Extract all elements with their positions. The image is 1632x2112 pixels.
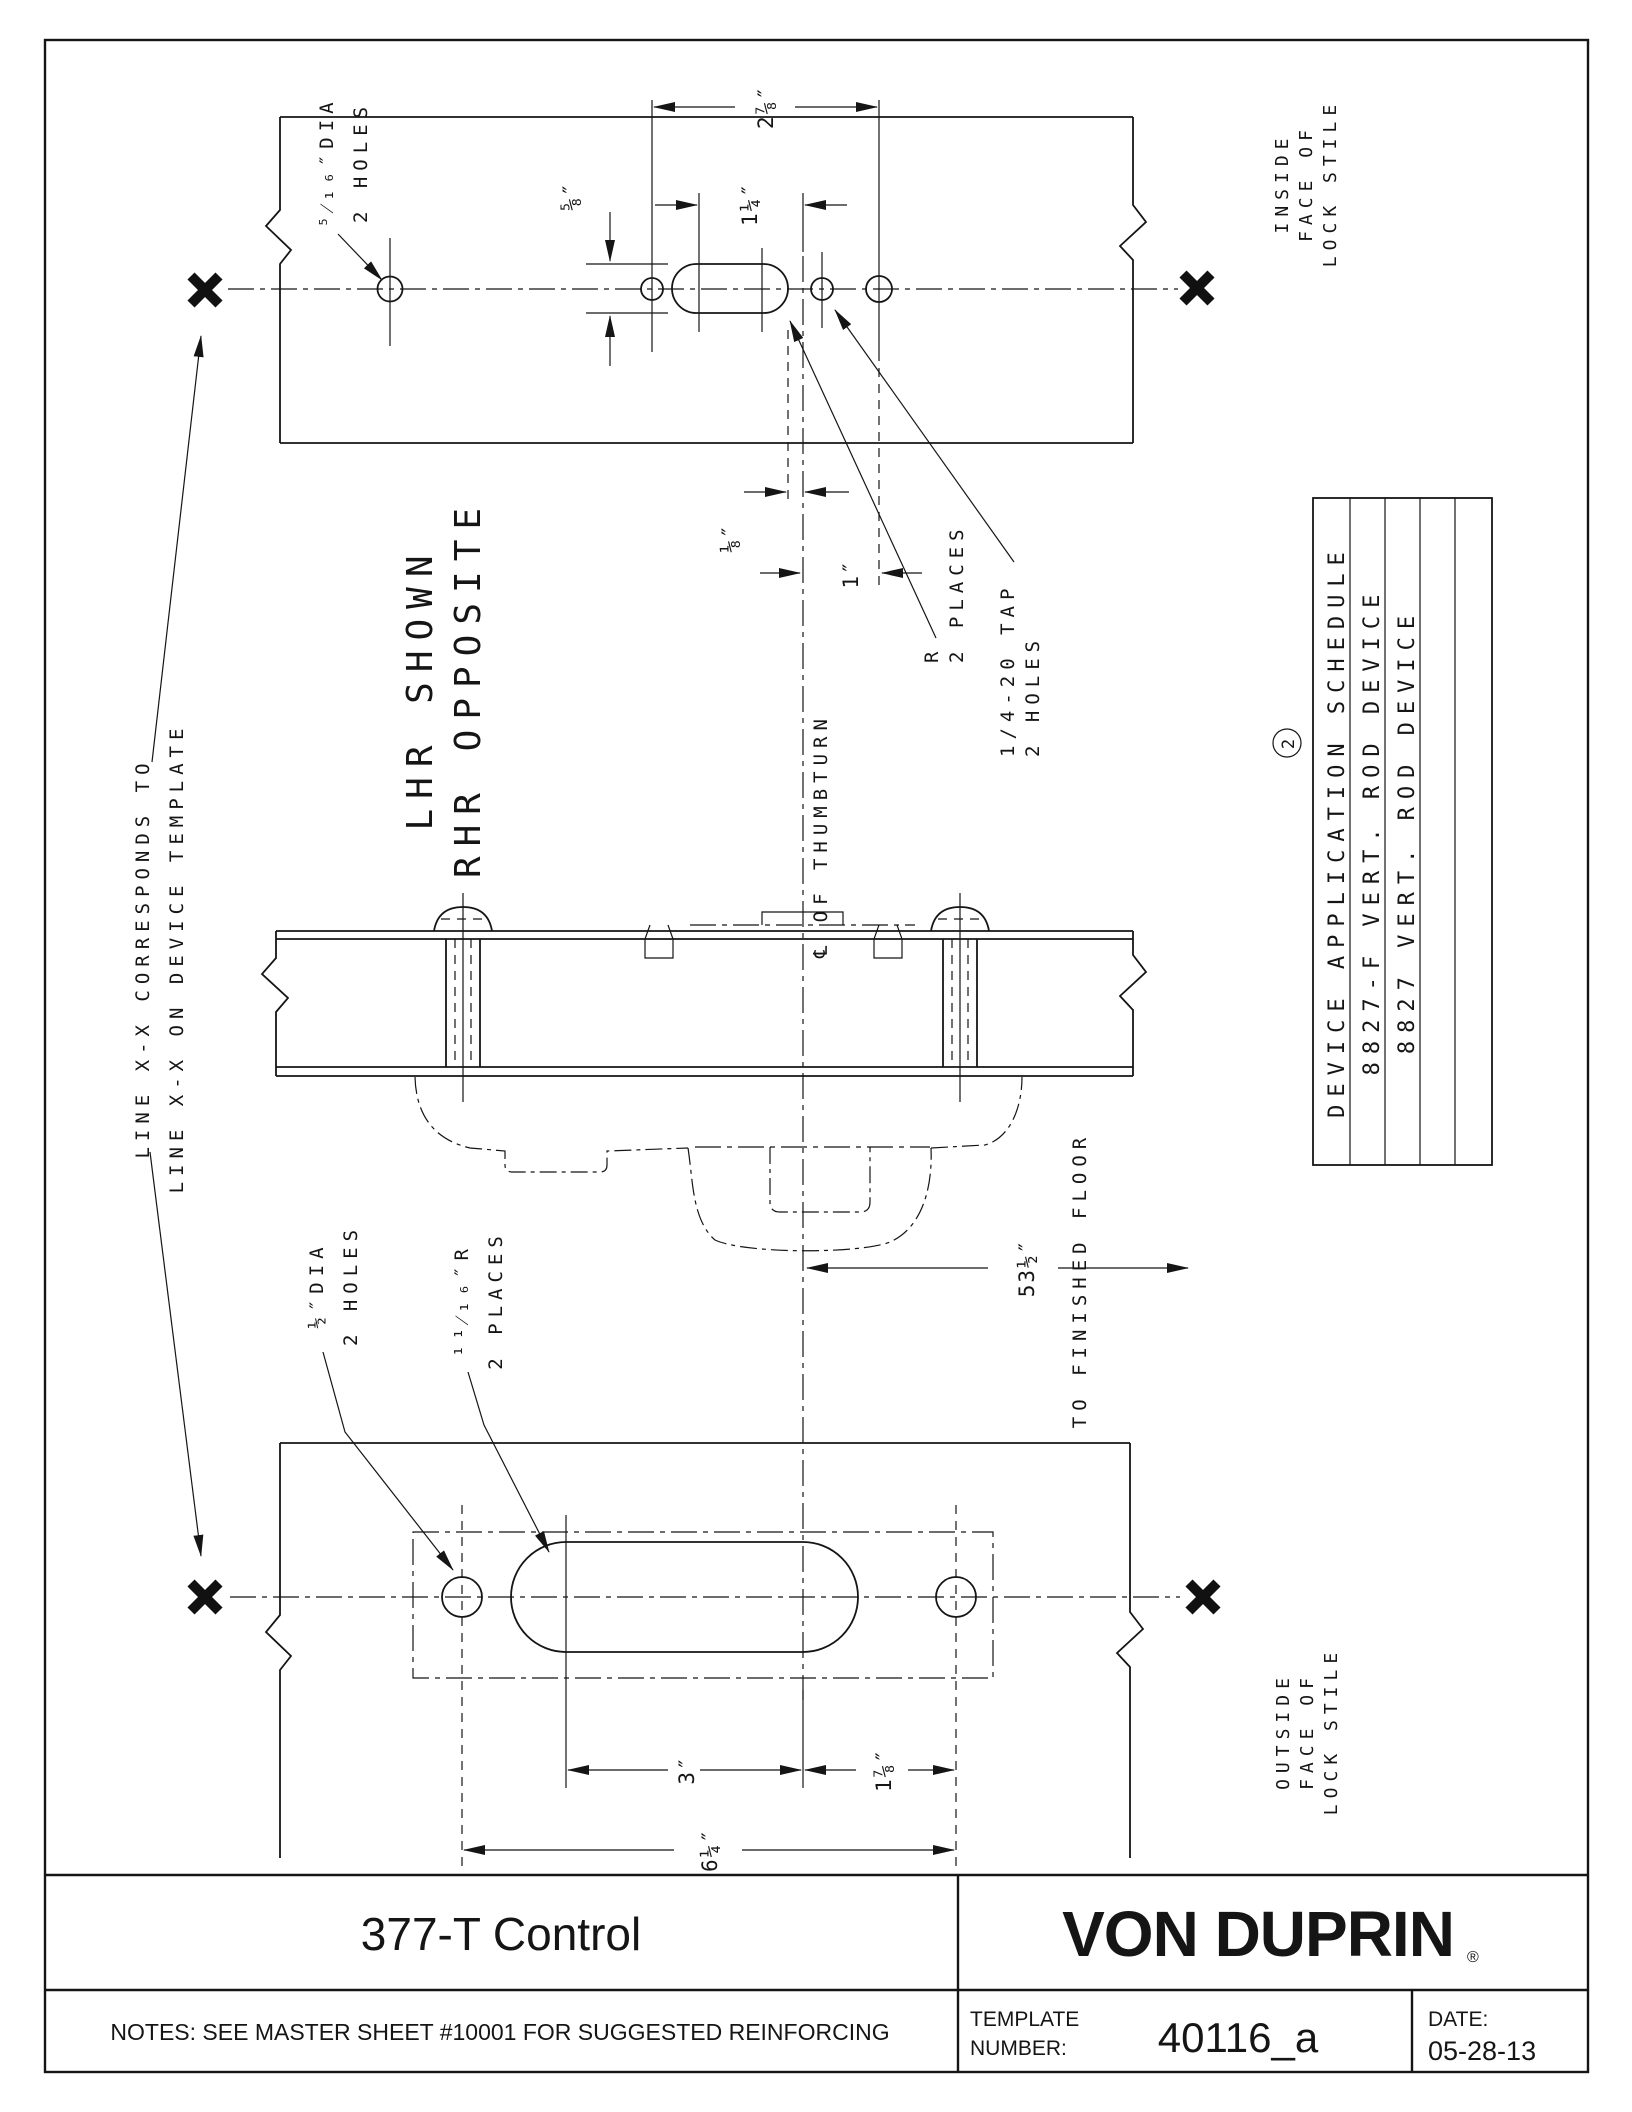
notes-text: NOTES: SEE MASTER SHEET #10001 FOR SUGGE… bbox=[110, 2019, 889, 2045]
leader-1-2-dia bbox=[322, 1351, 454, 1571]
date-value: 05-28-13 bbox=[1428, 2036, 1536, 2066]
hand-note-line2: RHR OPPOSITE bbox=[448, 498, 489, 878]
dim-6-1-4: 6¼″ bbox=[698, 1828, 722, 1872]
schedule-badge-circle bbox=[1272, 728, 1302, 758]
leader-to-bottom-x bbox=[149, 1151, 204, 1557]
note-5-16-dia: ⁵⁄₁₆″DIA bbox=[316, 96, 338, 227]
center-notes: LHR SHOWN RHR OPPOSITE ℄ OF THUMBTURN LI… bbox=[132, 256, 832, 1700]
dim-1-7-8: 1⅞″ bbox=[872, 1748, 896, 1792]
outside-face-line3: LOCK STILE bbox=[1321, 1647, 1342, 1815]
leader-r bbox=[789, 320, 937, 639]
leader-to-top-x bbox=[151, 335, 204, 763]
note-tap-holes: 2 HOLES bbox=[1022, 635, 1044, 757]
mounting-screw bbox=[433, 893, 493, 1102]
schedule-table bbox=[1312, 497, 1493, 1166]
trim-plate-outline bbox=[412, 1531, 994, 1679]
top-view: 2⅞″ 1¼″ ⅝″ ⁵⁄₁₆″DIA 2 HOLES ⅛″ 1″ R 2 PL… bbox=[187, 85, 1341, 757]
note-11-16-r: ¹¹⁄₁₆″R bbox=[451, 1243, 473, 1357]
stile-right-edge-break bbox=[1115, 1443, 1145, 1858]
inside-face-line2: FACE OF bbox=[1296, 124, 1317, 242]
page-border bbox=[43, 38, 1590, 2074]
floor-dim-value: 53½″ bbox=[1015, 1239, 1039, 1298]
template-label-2: NUMBER: bbox=[970, 2037, 1067, 2060]
schedule-row-2: 8827 VERT. ROD DEVICE bbox=[1395, 608, 1420, 1054]
line-xx-note-2: LINE X-X ON DEVICE TEMPLATE bbox=[166, 723, 188, 1194]
thumbturn-slot bbox=[671, 263, 789, 314]
thumbturn-notch-outline bbox=[769, 1147, 871, 1213]
thumbturn-cutout-slot bbox=[510, 1541, 859, 1653]
note-r: R bbox=[921, 646, 943, 663]
section-view: 53½″ TO FINISHED FLOOR bbox=[260, 893, 1189, 1428]
registered-mark: ® bbox=[1467, 1949, 1479, 1966]
template-number: 40116_a bbox=[1158, 2014, 1319, 2061]
template-label-1: TEMPLATE bbox=[970, 2008, 1079, 2031]
leader-11-16-r bbox=[467, 1371, 550, 1553]
brand-logo: VON DUPRIN bbox=[1062, 1898, 1454, 1970]
x-marker-bottom-right bbox=[1185, 1579, 1221, 1615]
title-block: 377-T Control VON DUPRIN ® NOTES: SEE MA… bbox=[45, 1873, 1588, 2072]
x-marker-top-right bbox=[1179, 270, 1215, 306]
dim-3: 3″ bbox=[675, 1755, 699, 1784]
dim-2-7-8: 2⅞″ bbox=[754, 85, 778, 129]
device-outline-right bbox=[930, 1076, 1023, 1149]
note-tap: 1/4-20 TAP bbox=[997, 583, 1019, 757]
x-marker-bottom-left bbox=[187, 1579, 223, 1615]
stile-right-edge-break bbox=[1118, 117, 1148, 443]
leader-tap bbox=[834, 309, 1015, 563]
anchor-clip bbox=[644, 924, 674, 959]
note-11-16-places: 2 PLACES bbox=[485, 1230, 507, 1370]
note-r-places: 2 PLACES bbox=[946, 523, 968, 663]
schedule-badge: 2 bbox=[1279, 739, 1299, 749]
screw-head bbox=[930, 906, 990, 932]
note-5-16-holes: 2 HOLES bbox=[350, 101, 372, 223]
trim-tab bbox=[761, 911, 844, 925]
note-1-2-holes: 2 HOLES bbox=[340, 1224, 362, 1346]
section-left-break bbox=[260, 931, 290, 1076]
screw-head bbox=[433, 906, 493, 932]
line-xx-note-1: LINE X-X CORRESPONDS TO bbox=[132, 757, 154, 1158]
outside-face-line1: OUTSIDE bbox=[1273, 1672, 1294, 1790]
anchor-clip bbox=[873, 924, 903, 959]
floor-dim-label: TO FINISHED FLOOR bbox=[1069, 1132, 1091, 1428]
stile-left-edge-break bbox=[264, 1443, 293, 1858]
outside-face-line2: FACE OF bbox=[1297, 1672, 1318, 1790]
hand-note-line1: LHR SHOWN bbox=[400, 545, 441, 830]
inside-face-line3: LOCK STILE bbox=[1320, 99, 1341, 267]
dim-5-8: ⅝″ bbox=[559, 181, 583, 210]
dim-1: 1″ bbox=[839, 559, 863, 588]
thumbturn-centerline-label: ℄ OF THUMBTURN bbox=[810, 713, 832, 959]
device-application-schedule: 2 DEVICE APPLICATION SCHEDULE 8827-F VER… bbox=[1272, 497, 1493, 1166]
x-marker-top-left bbox=[187, 272, 223, 308]
dim-1-1-4: 1¼″ bbox=[738, 182, 762, 226]
thumbturn-cup-outline bbox=[687, 1147, 932, 1252]
stile-left-edge-break bbox=[264, 117, 293, 443]
bottom-view: 3″ 1⅞″ 6¼″ ½″DIA 2 HOLES ¹¹⁄₁₆″R 2 PLACE… bbox=[187, 1224, 1342, 1872]
product-title: 377-T Control bbox=[361, 1908, 641, 1960]
inside-face-line1: INSIDE bbox=[1272, 132, 1293, 233]
leader-5-16 bbox=[337, 233, 383, 281]
device-outline-left bbox=[414, 1076, 689, 1173]
schedule-row-1: 8827-F VERT. ROD DEVICE bbox=[1360, 587, 1385, 1076]
dim-1-8: ⅛″ bbox=[718, 523, 742, 552]
section-right-break bbox=[1118, 931, 1148, 1076]
note-1-2-dia: ½″DIA bbox=[306, 1241, 328, 1328]
schedule-header: DEVICE APPLICATION SCHEDULE bbox=[1325, 544, 1350, 1118]
date-label: DATE: bbox=[1428, 2008, 1488, 2031]
mounting-screw bbox=[930, 893, 990, 1102]
